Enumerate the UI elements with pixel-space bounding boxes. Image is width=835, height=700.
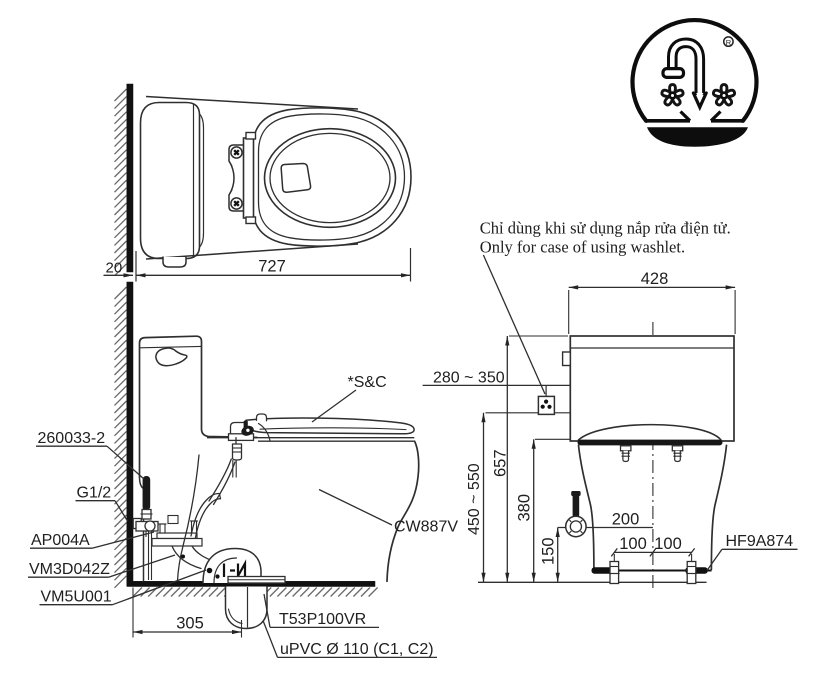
- svg-text:450 ~ 550: 450 ~ 550: [466, 463, 483, 535]
- svg-text:380: 380: [516, 494, 534, 522]
- svg-text:*S&C: *S&C: [348, 374, 387, 391]
- svg-text:305: 305: [176, 615, 204, 633]
- svg-text:uPVC Ø 110 (C1, C2): uPVC Ø 110 (C1, C2): [280, 641, 434, 658]
- svg-text:200: 200: [612, 511, 640, 529]
- svg-text:G1/2: G1/2: [77, 485, 112, 502]
- svg-text:428: 428: [641, 270, 669, 288]
- svg-text:AP004A: AP004A: [31, 532, 90, 549]
- svg-text:20: 20: [106, 260, 123, 277]
- svg-text:VM5U001: VM5U001: [41, 589, 112, 606]
- svg-text:T53P100VR: T53P100VR: [279, 611, 366, 628]
- svg-text:727: 727: [258, 258, 286, 276]
- svg-text:280 ~ 350: 280 ~ 350: [433, 370, 505, 387]
- svg-text:Only for case of using washlet: Only for case of using washlet.: [480, 238, 685, 257]
- svg-text:HF9A874: HF9A874: [726, 533, 794, 550]
- svg-text:260033-2: 260033-2: [38, 430, 106, 447]
- svg-text:Chỉ dùng khi sử dụng nắp rửa đ: Chỉ dùng khi sử dụng nắp rửa điện tử.: [480, 219, 731, 238]
- svg-text:657: 657: [492, 449, 510, 477]
- svg-text:100: 100: [619, 535, 647, 553]
- svg-text:100: 100: [654, 535, 682, 553]
- svg-text:CW887V: CW887V: [394, 519, 458, 536]
- svg-text:150: 150: [540, 537, 558, 565]
- svg-text:R: R: [726, 38, 732, 47]
- svg-text:VM3D042Z: VM3D042Z: [29, 561, 110, 578]
